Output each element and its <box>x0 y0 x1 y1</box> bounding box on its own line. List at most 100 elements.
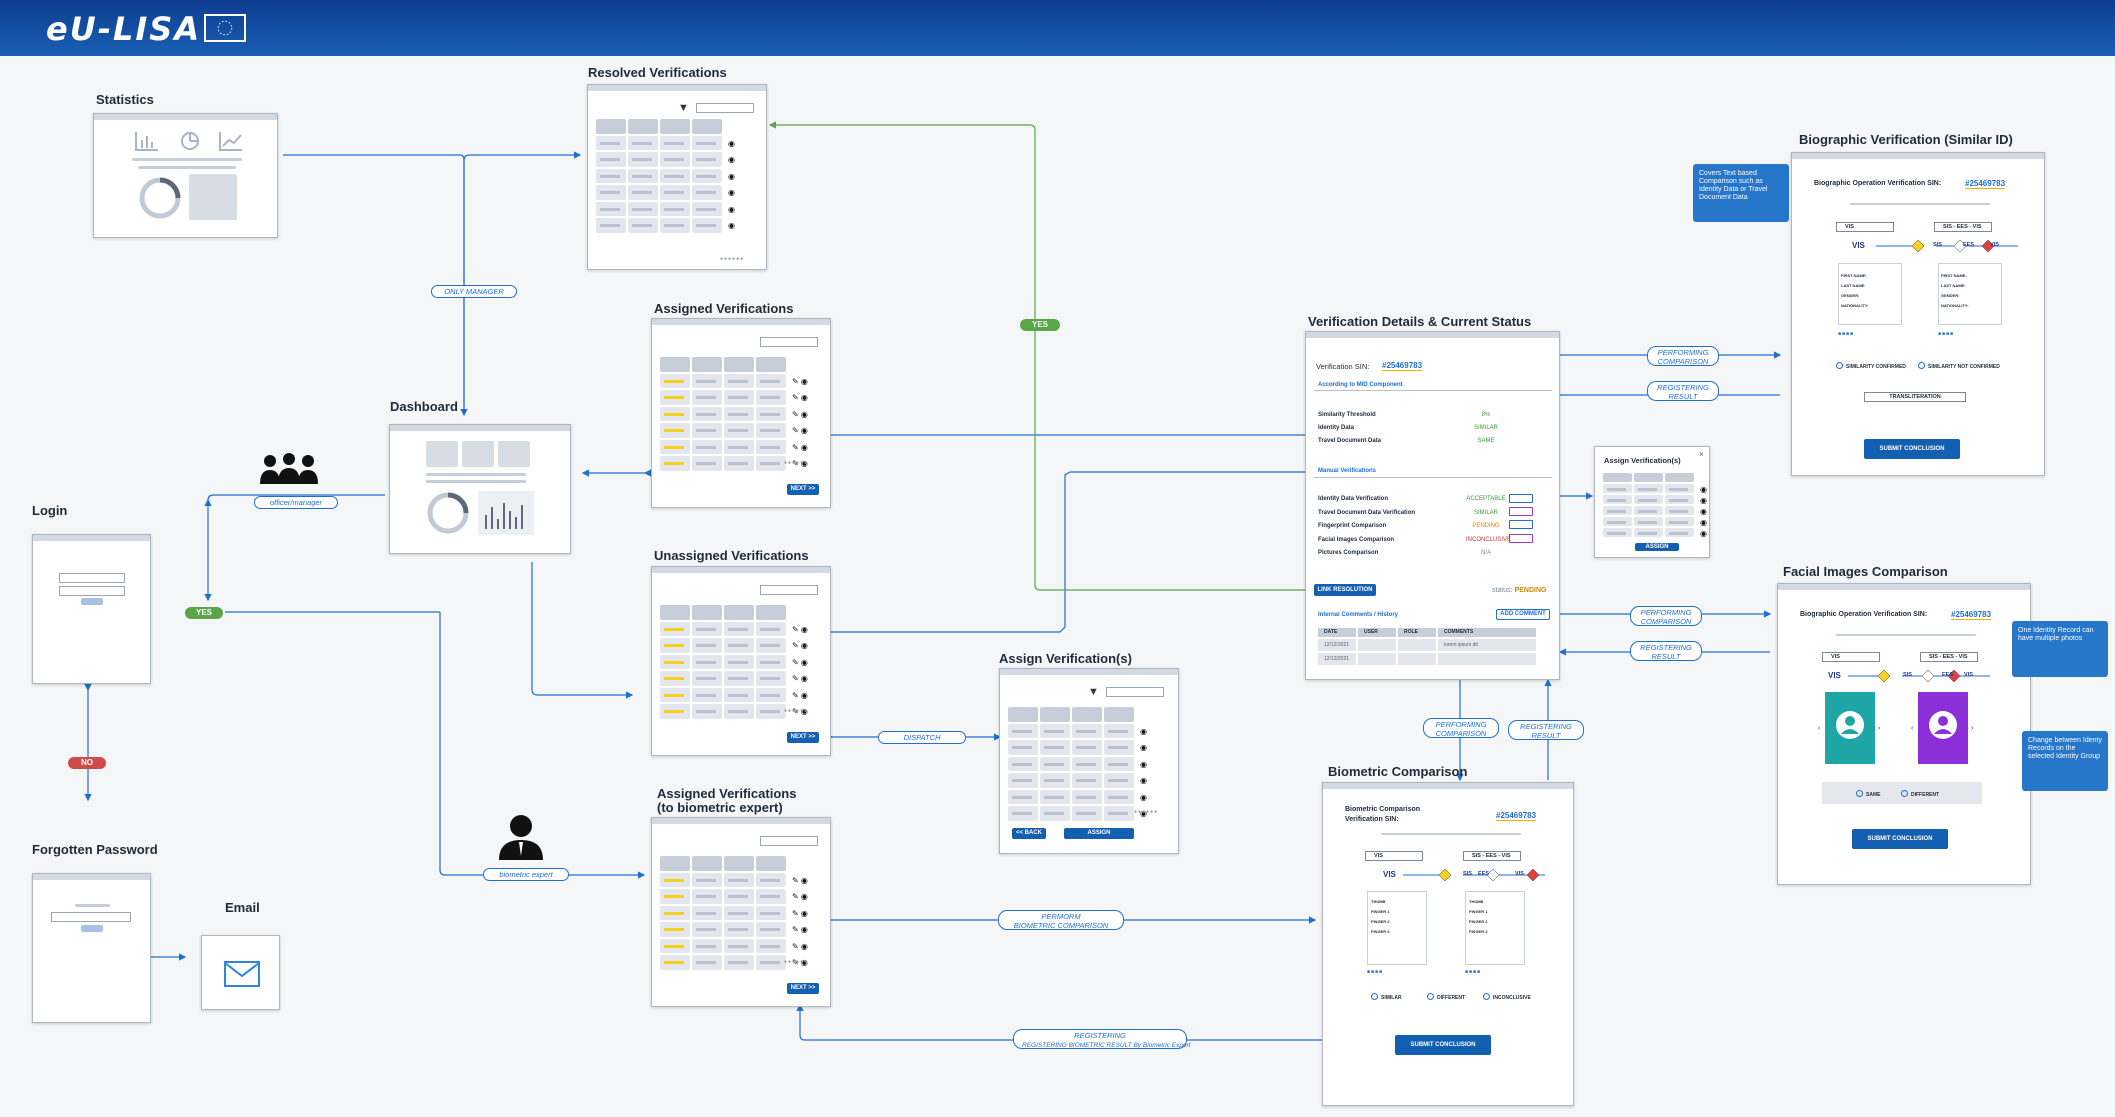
pagination[interactable]: ●●●●●● <box>784 959 809 965</box>
row-action-icon[interactable]: ◉ <box>1140 809 1147 818</box>
row-action-icon[interactable]: ✎ ◉ <box>792 690 808 700</box>
dashboard-screen[interactable] <box>389 424 571 554</box>
pagination[interactable]: ●●●●●● <box>1134 809 1159 815</box>
left-source-dropdown[interactable]: VIS <box>1365 851 1423 861</box>
biographic-screen[interactable]: Biographic Operation Verification SIN: #… <box>1791 152 2045 476</box>
row-action-icon[interactable]: ✎ ◉ <box>792 958 808 967</box>
submit-conclusion-button[interactable]: SUBMIT CONCLUSION <box>1864 439 1960 459</box>
left-photo[interactable] <box>1825 692 1875 764</box>
next-button[interactable]: NEXT >> <box>787 983 819 994</box>
row-action-icon[interactable]: ◉ <box>1140 792 1147 802</box>
unassigned-screen[interactable]: ✎ ◉✎ ◉✎ ◉✎ ◉✎ ◉✎ ◉●●●●●● NEXT >> <box>651 566 831 756</box>
record-pagination[interactable]: ■■■■ <box>1938 331 1955 337</box>
assigned-biometric-screen[interactable]: ✎ ◉✎ ◉✎ ◉✎ ◉✎ ◉✎ ◉●●●●●● NEXT >> <box>651 817 831 1007</box>
radio-confirmed[interactable]: SIMILARITY CONFIRMED <box>1836 362 1906 370</box>
row-action-icon[interactable]: ✎ ◉ <box>792 459 808 468</box>
row-action-icon[interactable]: ◉ <box>728 221 735 230</box>
finger-pagination[interactable]: ■■■■ <box>1367 969 1384 975</box>
row-action-icon[interactable]: ◉ <box>728 138 735 148</box>
verification-details-screen[interactable]: Verification SIN: #25469783 According to… <box>1305 331 1560 680</box>
submit-conclusion-button[interactable]: SUBMIT CONCLUSION <box>1395 1035 1491 1055</box>
row-action-icon[interactable]: ◉ <box>728 171 735 181</box>
radio-inconclusive[interactable]: INCONCLUSIVE <box>1483 993 1531 1001</box>
filter-icon[interactable]: ▼ <box>678 102 689 114</box>
next-button[interactable]: NEXT >> <box>787 484 819 495</box>
row-action-icon[interactable]: ◉ <box>728 155 735 164</box>
row-action-icon[interactable]: ✎ ◉ <box>792 442 808 452</box>
facial-screen[interactable]: Biographic Operation Verification SIN: #… <box>1777 583 2031 885</box>
search-input[interactable] <box>760 585 818 595</box>
left-prev-icon[interactable]: ‹ <box>1818 725 1821 732</box>
assign-popup[interactable]: Assign Verification(s) × ◉◉◉◉◉ ASSIGN <box>1594 446 1710 558</box>
row-action-icon[interactable]: ◉ <box>1140 726 1147 736</box>
login-button[interactable] <box>81 598 103 605</box>
radio-different[interactable]: DIFFERENT <box>1901 790 1939 798</box>
radio-not-confirmed[interactable]: SIMILARITY NOT CONFIRMED <box>1918 362 2000 370</box>
row-action-icon[interactable]: ✎ ◉ <box>792 409 808 419</box>
row-action-icon[interactable]: ✎ ◉ <box>792 376 808 386</box>
assign-verifications-screen[interactable]: ▼ ◉◉◉◉◉◉●●●●●● << BACK ASSIGN <box>999 668 1179 854</box>
radio-different[interactable]: DIFFERENT <box>1427 993 1465 1001</box>
row-action-icon[interactable]: ✎ ◉ <box>792 908 808 918</box>
row-action-icon[interactable]: ◉ <box>1700 485 1707 494</box>
assign-button[interactable]: ASSIGN <box>1064 828 1134 839</box>
back-button[interactable]: << BACK <box>1012 828 1046 839</box>
right-source-dropdown[interactable]: SIS - EES - VIS <box>1463 851 1521 861</box>
login-screen[interactable] <box>32 534 151 684</box>
submit-conclusion-button[interactable]: SUBMIT CONCLUSION <box>1852 829 1948 849</box>
right-photo[interactable] <box>1918 692 1968 764</box>
reset-button[interactable] <box>81 925 103 932</box>
username-field[interactable] <box>59 573 125 583</box>
row-action-icon[interactable]: ✎ ◉ <box>792 657 808 667</box>
password-field[interactable] <box>59 586 125 596</box>
review-tag[interactable] <box>1509 520 1533 529</box>
row-action-icon[interactable]: ✎ ◉ <box>792 941 808 951</box>
forgotten-screen[interactable] <box>32 873 151 1023</box>
review-tag[interactable] <box>1509 494 1533 503</box>
row-action-icon[interactable]: ✎ ◉ <box>792 925 808 934</box>
row-action-icon[interactable]: ◉ <box>1700 507 1707 516</box>
search-input[interactable] <box>696 103 754 113</box>
radio-similar[interactable]: SIMILAR <box>1371 993 1402 1001</box>
row-action-icon[interactable]: ✎ ◉ <box>792 624 808 634</box>
row-action-icon[interactable]: ◉ <box>1140 743 1147 752</box>
row-action-icon[interactable]: ◉ <box>1140 776 1147 785</box>
left-source-dropdown[interactable]: VIS <box>1822 652 1880 662</box>
left-source-dropdown[interactable]: VIS <box>1836 222 1894 232</box>
row-action-icon[interactable]: ✎ ◉ <box>792 393 808 402</box>
close-icon[interactable]: × <box>1699 450 1704 459</box>
row-action-icon[interactable]: ✎ ◉ <box>792 426 808 435</box>
statistics-screen[interactable] <box>93 113 278 238</box>
pagination[interactable]: ●●●●●● <box>720 256 745 262</box>
biometric-screen[interactable]: Biometric Comparison Verification SIN: #… <box>1322 782 1574 1106</box>
email-input[interactable] <box>51 912 131 922</box>
row-action-icon[interactable]: ✎ ◉ <box>792 875 808 885</box>
pagination[interactable]: ●●●●●● <box>784 460 809 466</box>
link-resolution-button[interactable]: LINK RESOLUTION <box>1314 584 1376 596</box>
filter-icon[interactable]: ▼ <box>1088 686 1099 698</box>
left-next-icon[interactable]: › <box>1878 725 1881 732</box>
row-action-icon[interactable]: ✎ ◉ <box>792 892 808 901</box>
review-tag[interactable] <box>1509 507 1533 516</box>
row-action-icon[interactable]: ◉ <box>1700 496 1707 505</box>
right-source-dropdown[interactable]: SIS - EES - VIS <box>1934 222 1992 232</box>
search-input[interactable] <box>760 836 818 846</box>
row-action-icon[interactable]: ✎ ◉ <box>792 641 808 650</box>
right-next-icon[interactable]: › <box>1971 725 1974 732</box>
finger-pagination[interactable]: ■■■■ <box>1465 969 1482 975</box>
row-action-icon[interactable]: ◉ <box>728 204 735 214</box>
record-pagination[interactable]: ■■■■ <box>1838 331 1855 337</box>
manual-section-title[interactable]: Manual Verifications <box>1318 468 1377 474</box>
review-tag[interactable] <box>1509 534 1533 543</box>
pagination[interactable]: ●●●●●● <box>784 708 809 714</box>
assign-popup-button[interactable]: ASSIGN <box>1635 543 1679 551</box>
search-input[interactable] <box>760 337 818 347</box>
row-action-icon[interactable]: ◉ <box>728 188 735 197</box>
search-input[interactable] <box>1106 687 1164 697</box>
resolved-screen[interactable]: ▼ ◉ ◉ ◉ ◉ ◉ ◉ ●●●●●● <box>587 84 767 270</box>
row-action-icon[interactable]: ◉ <box>1700 529 1707 538</box>
right-source-dropdown[interactable]: SIS - EES - VIS <box>1920 652 1978 662</box>
row-action-icon[interactable]: ✎ ◉ <box>792 674 808 683</box>
mid-section-title[interactable]: According to MID Component <box>1318 382 1403 388</box>
next-button[interactable]: NEXT >> <box>787 732 819 743</box>
